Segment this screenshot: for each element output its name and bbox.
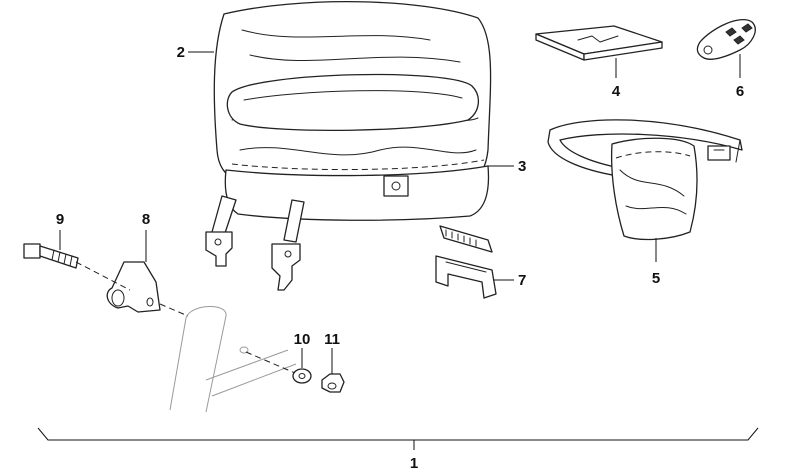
callout-8: 8 [142,211,150,228]
washer-part-10 [292,368,312,384]
bag-strap-hook-right [271,243,301,291]
bag-lid [226,73,479,132]
frame-tube [169,305,227,413]
pouch-buckle [707,145,731,161]
callout-7: 7 [518,272,526,289]
bag-strap-right [283,199,305,243]
pouch-belt [547,119,743,177]
callout-9: 9 [56,211,64,228]
callout-6: 6 [736,83,744,100]
callout-1: 1 [410,455,418,472]
key-fob-illustration [696,19,756,60]
clamp-part-8 [106,261,161,313]
callout-3: 3 [518,158,526,175]
frame-mount-illustration [23,243,345,413]
booklet-illustration [535,25,663,61]
callout-10: 10 [294,331,311,348]
assembly-bracket-line [37,427,759,450]
mounting-bracket-illustration [435,225,497,299]
pouch-body [610,137,698,241]
callout-5: 5 [652,270,660,287]
bag-zipper-pull [383,175,409,197]
waist-pouch-illustration [547,119,743,241]
callout-2: 2 [177,44,185,61]
callout-11: 11 [324,331,340,348]
tank-bag-illustration [205,1,492,291]
bag-strap-hook-left [205,231,233,267]
callout-4: 4 [612,83,621,100]
bolt [23,243,41,259]
bag-strap-left [211,195,237,237]
